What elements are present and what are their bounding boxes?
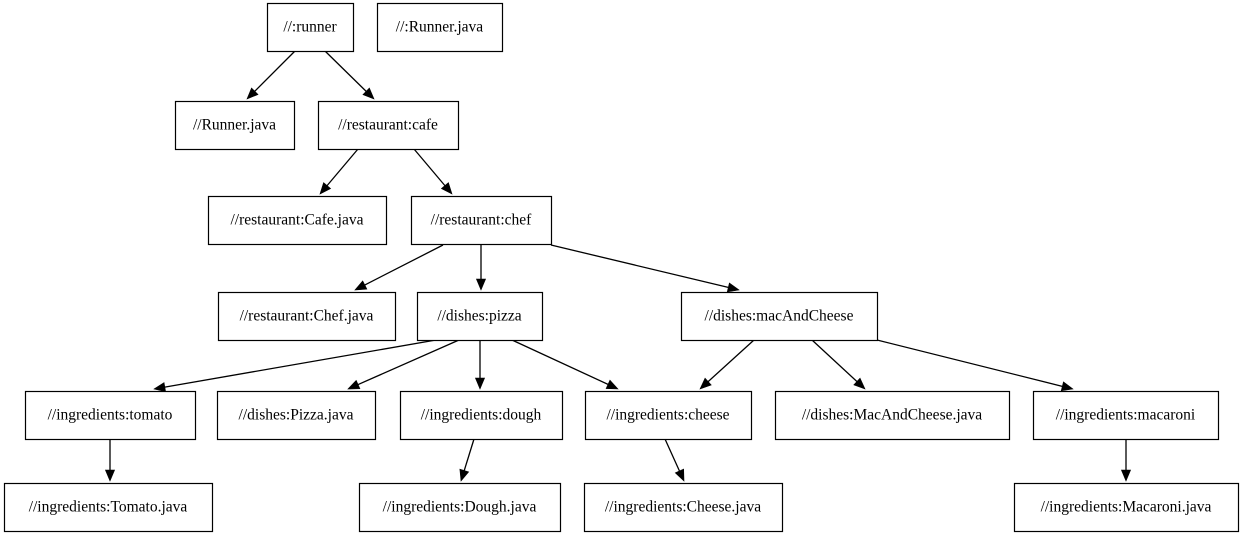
graph-node-ing_dough[interactable]: //ingredients:dough — [399, 390, 564, 441]
node-box-restaurant_cafe[interactable] — [317, 100, 460, 151]
graph-node-ing_macaroni[interactable]: //ingredients:macaroni — [1032, 390, 1220, 441]
node-box-macncheese_java[interactable] — [774, 390, 1011, 441]
node-box-runner_java[interactable] — [174, 100, 296, 151]
graph-node-dough_java[interactable]: //ingredients:Dough.java — [358, 482, 562, 533]
edge-ing_cheese-to-cheese_java — [664, 438, 685, 482]
graph-node-restaurant_cafe[interactable]: //restaurant:cafe — [317, 100, 460, 151]
node-layer: //:runner //:Runner.java //Runner.java //re… — [3, 2, 1240, 533]
node-box-dough_java[interactable] — [358, 482, 562, 533]
node-label-dishes_pizza: //dishes:pizza — [437, 308, 521, 325]
graph-node-cafe_java[interactable]: //restaurant:Cafe.java — [207, 195, 388, 246]
node-label-ing_tomato: //ingredients:tomato — [48, 407, 173, 424]
edge-dishes_pizza-to-ing_tomato — [153, 339, 437, 393]
node-box-ing_macaroni[interactable] — [1032, 390, 1220, 441]
node-label-macaroni_java: //ingredients:Macaroni.java — [1041, 499, 1212, 516]
edge-dishes_macncheese-to-ing_cheese — [699, 339, 755, 390]
node-box-dishes_macncheese[interactable] — [680, 291, 879, 342]
node-label-ing_dough: //ingredients:dough — [421, 407, 542, 424]
edge-runner-to-restaurant_cafe — [324, 50, 375, 100]
graph-node-pizza_java[interactable]: //dishes:Pizza.java — [216, 390, 377, 441]
node-label-restaurant_cafe: //restaurant:cafe — [338, 117, 438, 134]
node-label-ing_macaroni: //ingredients:macaroni — [1056, 407, 1196, 424]
node-box-chef_java[interactable] — [217, 291, 397, 342]
node-label-cheese_java: //ingredients:Cheese.java — [605, 499, 761, 516]
edge-runner-to-runner_java — [246, 50, 296, 100]
edge-dishes_pizza-to-ing_cheese — [511, 339, 619, 390]
node-box-cafe_java[interactable] — [207, 195, 388, 246]
edge-ing_dough-to-dough_java — [459, 438, 475, 482]
edge-restaurant_cafe-to-cafe_java — [319, 148, 359, 195]
graph-node-dishes_macncheese[interactable]: //dishes:macAndCheese — [680, 291, 879, 342]
graph-node-runner_java_root[interactable]: //:Runner.java — [376, 2, 504, 53]
graph-node-runner[interactable]: //:runner — [266, 2, 355, 53]
edge-ing_macaroni-to-macaroni_java — [1120, 439, 1132, 482]
edge-restaurant_chef-to-dishes_macncheese — [550, 244, 740, 293]
node-label-dishes_macncheese: //dishes:macAndCheese — [705, 308, 854, 325]
graph-node-restaurant_chef[interactable]: //restaurant:chef — [410, 195, 553, 246]
edge-restaurant_chef-to-dishes_pizza — [475, 245, 487, 291]
node-label-runner_java: //Runner.java — [193, 117, 276, 134]
node-label-tomato_java: //ingredients:Tomato.java — [29, 499, 188, 516]
node-box-tomato_java[interactable] — [3, 482, 214, 533]
node-label-runner_java_root: //:Runner.java — [396, 19, 484, 36]
node-box-dishes_pizza[interactable] — [416, 291, 544, 342]
node-label-macncheese_java: //dishes:MacAndCheese.java — [802, 407, 982, 424]
edge-ing_tomato-to-tomato_java — [104, 439, 116, 482]
node-label-dough_java: //ingredients:Dough.java — [383, 499, 537, 516]
edge-layer — [104, 50, 1132, 482]
node-label-ing_cheese: //ingredients:cheese — [606, 407, 729, 424]
node-box-macaroni_java[interactable] — [1013, 482, 1240, 533]
node-box-ing_dough[interactable] — [399, 390, 564, 441]
graph-node-cheese_java[interactable]: //ingredients:Cheese.java — [583, 482, 784, 533]
node-box-pizza_java[interactable] — [216, 390, 377, 441]
graph-node-macncheese_java[interactable]: //dishes:MacAndCheese.java — [774, 390, 1011, 441]
edge-dishes_macncheese-to-macncheese_java — [811, 339, 866, 390]
node-box-cheese_java[interactable] — [583, 482, 784, 533]
edge-dishes_macncheese-to-ing_macaroni — [876, 339, 1074, 392]
graph-node-runner_java[interactable]: //Runner.java — [174, 100, 296, 151]
graph-node-ing_cheese[interactable]: //ingredients:cheese — [584, 390, 753, 441]
node-label-cafe_java: //restaurant:Cafe.java — [231, 212, 364, 229]
graph-node-dishes_pizza[interactable]: //dishes:pizza — [416, 291, 544, 342]
node-label-pizza_java: //dishes:Pizza.java — [239, 407, 354, 424]
graph-node-chef_java[interactable]: //restaurant:Chef.java — [217, 291, 397, 342]
node-box-runner[interactable] — [266, 2, 355, 53]
node-box-runner_java_root[interactable] — [376, 2, 504, 53]
node-label-runner: //:runner — [283, 19, 337, 36]
node-box-restaurant_chef[interactable] — [410, 195, 553, 246]
edge-restaurant_chef-to-chef_java — [354, 244, 444, 291]
graph-node-macaroni_java[interactable]: //ingredients:Macaroni.java — [1013, 482, 1240, 533]
node-box-ing_tomato[interactable] — [24, 390, 197, 441]
edge-dishes_pizza-to-pizza_java — [347, 339, 460, 390]
node-box-ing_cheese[interactable] — [584, 390, 753, 441]
graph-node-ing_tomato[interactable]: //ingredients:tomato — [24, 390, 197, 441]
edge-dishes_pizza-to-ing_dough — [474, 340, 486, 390]
node-label-restaurant_chef: //restaurant:chef — [431, 212, 533, 229]
graph-node-tomato_java[interactable]: //ingredients:Tomato.java — [3, 482, 214, 533]
node-label-chef_java: //restaurant:Chef.java — [240, 308, 374, 325]
edge-restaurant_cafe-to-restaurant_chef — [413, 148, 453, 195]
